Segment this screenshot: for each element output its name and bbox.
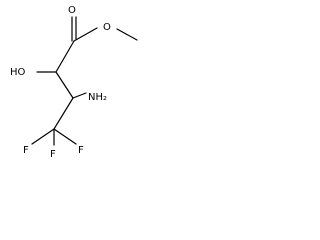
- atom-hydroxyl: HO: [10, 67, 26, 78]
- atom-carbonyl-o: O: [68, 5, 76, 16]
- atom-fluorine-2: F: [23, 145, 29, 156]
- bond-c1-ester-o: [73, 27, 98, 42]
- bond-ester-o-methyl: [116, 28, 138, 41]
- bond-c3-c4: [53, 97, 74, 130]
- bonds: [31, 16, 138, 146]
- atom-labels: O O HO NH₂ F F F: [10, 5, 111, 160]
- bond-c1-c2: [55, 40, 75, 73]
- atom-fluorine-3: F: [78, 145, 84, 156]
- atom-fluorine-1: F: [50, 149, 56, 160]
- atom-ester-o: O: [103, 22, 111, 33]
- atom-amine: NH₂: [88, 92, 107, 103]
- chemical-structure: O O HO NH₂ F F F: [10, 5, 138, 160]
- bond-c4-f3: [53, 128, 77, 145]
- bond-c3-amine: [72, 92, 87, 99]
- bond-c4-f2: [31, 128, 55, 145]
- bond-c2-c3: [55, 71, 74, 99]
